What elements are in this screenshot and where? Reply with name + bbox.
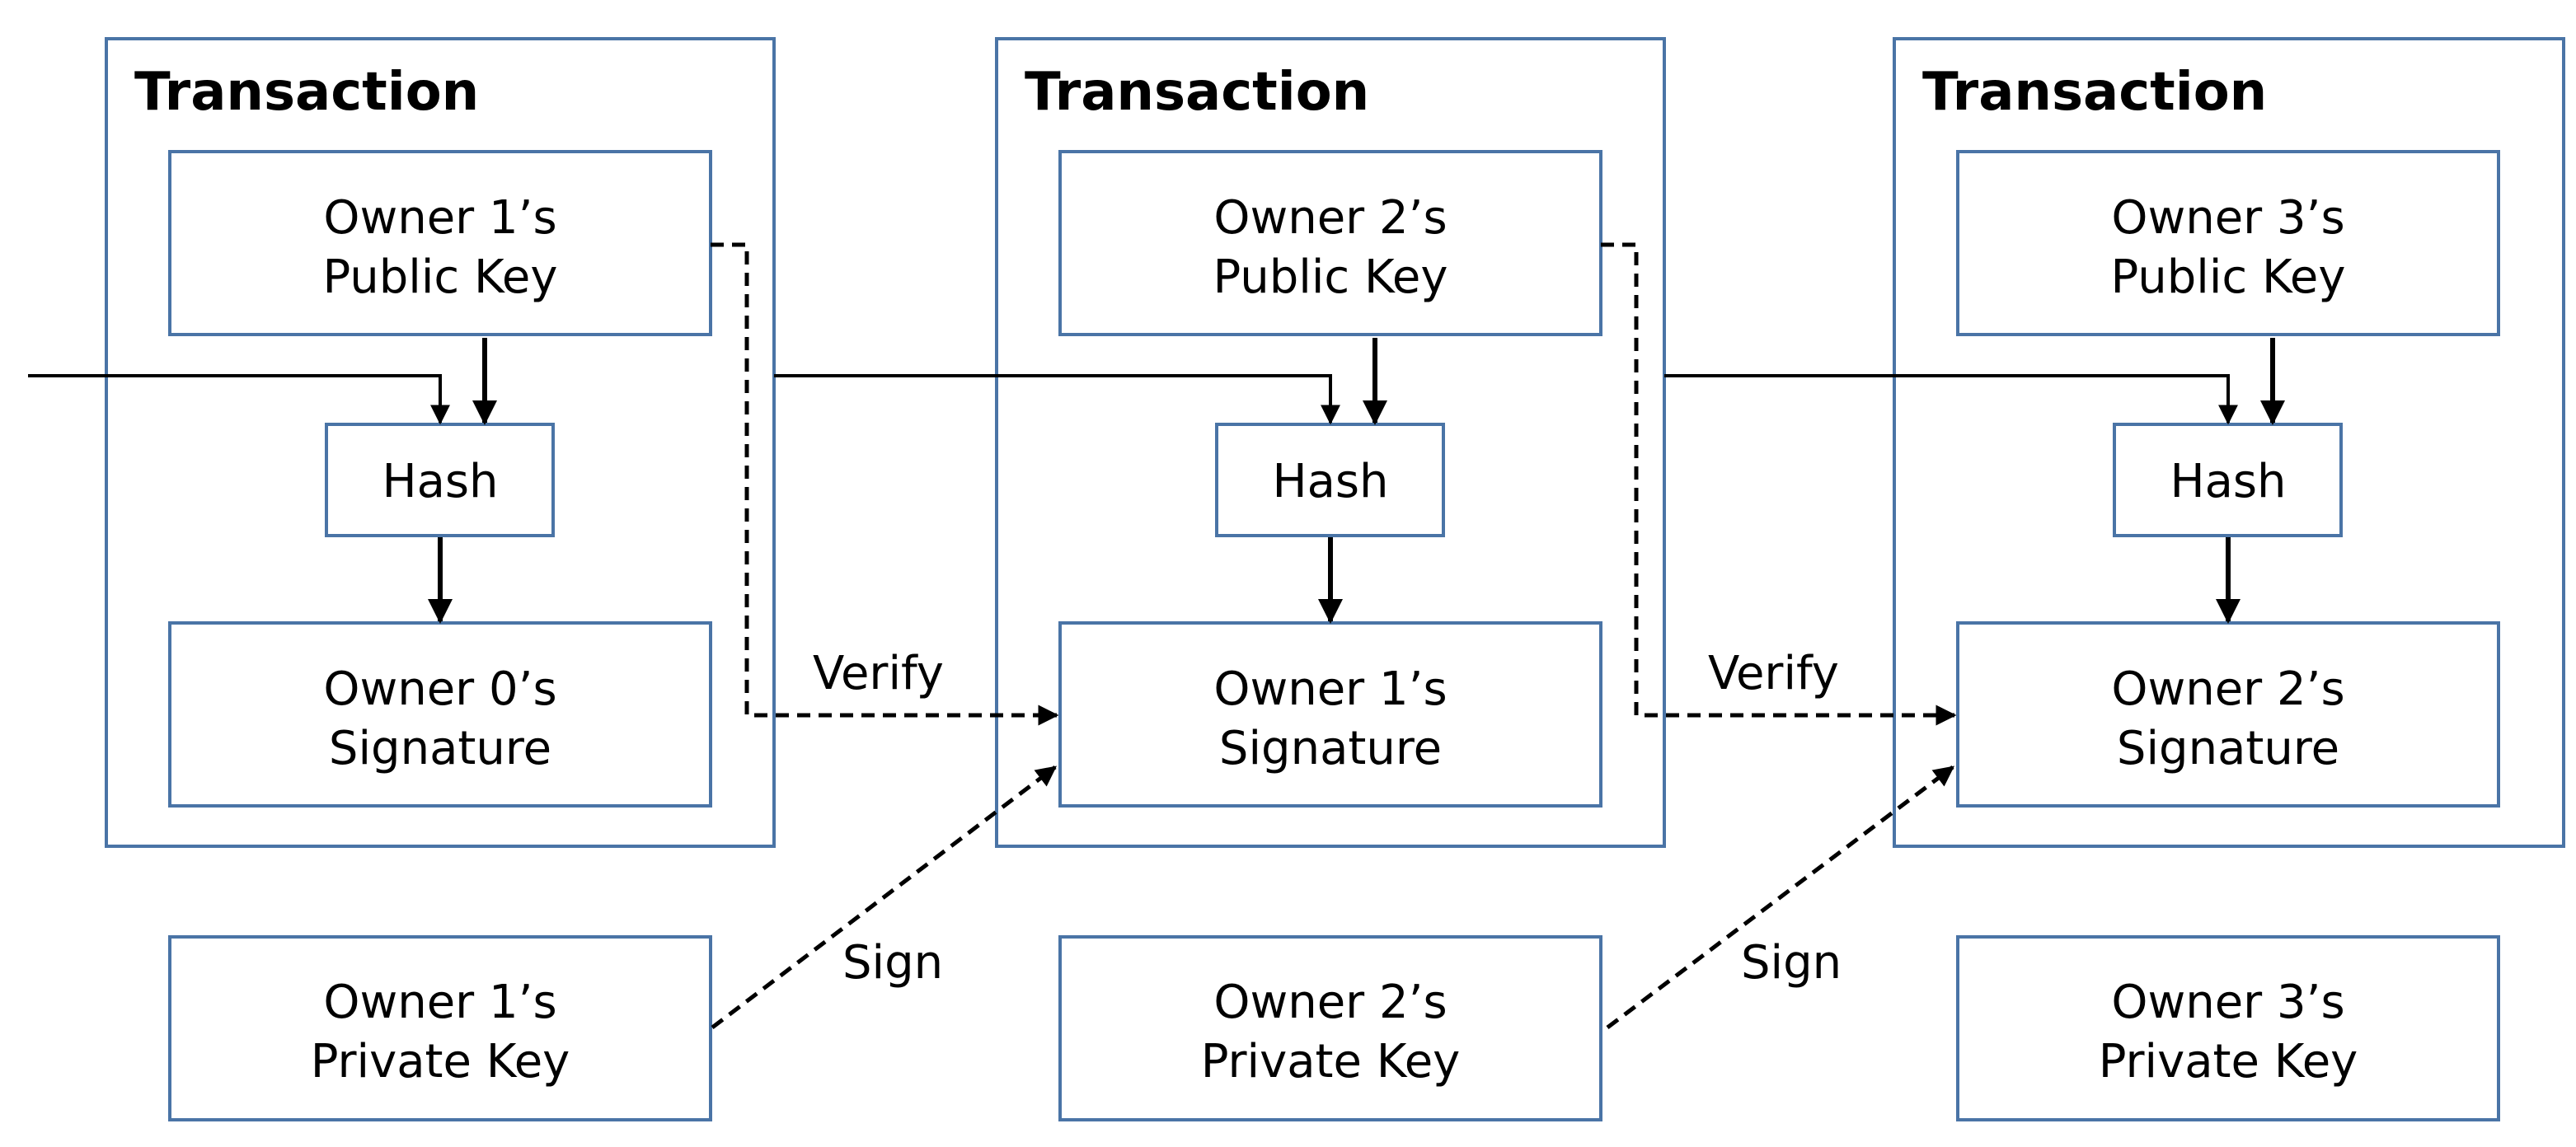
hash-box: Hash xyxy=(2113,423,2343,537)
hash-label: Hash xyxy=(382,455,498,508)
private-key-box-border xyxy=(168,935,712,1121)
public-key-box: Owner 1’s Public Key xyxy=(168,150,712,336)
private-key-box-2: Owner 2’s Private Key xyxy=(1058,935,1602,1121)
signature-box-border xyxy=(168,621,712,808)
private-key-box-border xyxy=(1058,935,1602,1121)
signature-type-label: Signature xyxy=(2117,722,2339,775)
sign-label-1: Sign xyxy=(842,936,943,990)
hash-box-border xyxy=(1215,423,1445,537)
public-key-box-border xyxy=(1956,150,2500,336)
hash-box: Hash xyxy=(325,423,555,537)
sign-arrow-1 xyxy=(711,765,1057,1029)
private-key-box-border xyxy=(1956,935,2500,1121)
public-key-type-label: Public Key xyxy=(2110,250,2345,304)
signature-box: Owner 0’s Signature xyxy=(168,621,712,808)
transaction-title: Transaction xyxy=(1922,62,2267,123)
transaction-title: Transaction xyxy=(1025,62,1369,123)
transaction-1-to-transaction-2-hash-arrow xyxy=(774,374,1340,425)
hash-label: Hash xyxy=(1272,455,1388,508)
verify-arrow-2 xyxy=(1601,242,1957,726)
private-key-type-label: Private Key xyxy=(2099,1035,2358,1088)
private-key-box-3: Owner 3’s Private Key xyxy=(1956,935,2500,1121)
public-key-box-border xyxy=(168,150,712,336)
sign-arrow-2 xyxy=(1606,765,1954,1029)
signature-owner-label: Owner 1’s xyxy=(1213,662,1447,716)
hash-box-border xyxy=(2113,423,2343,537)
public-key-owner-label: Owner 3’s xyxy=(2111,191,2344,245)
public-key-owner-label: Owner 1’s xyxy=(323,191,556,245)
public-key-type-label: Public Key xyxy=(322,250,557,304)
verify-label-1: Verify xyxy=(813,647,944,700)
public-key-owner-label: Owner 2’s xyxy=(1213,191,1447,245)
transaction-2-to-transaction-3-hash-arrow xyxy=(1664,374,2238,425)
signature-type-label: Signature xyxy=(329,722,551,775)
sign-label-2: Sign xyxy=(1741,936,1842,990)
signature-box: Owner 1’s Signature xyxy=(1058,621,1602,808)
public-key-box: Owner 2’s Public Key xyxy=(1058,150,1602,336)
signature-box: Owner 2’s Signature xyxy=(1956,621,2500,808)
signature-box-border xyxy=(1956,621,2500,808)
verify-label-2: Verify xyxy=(1708,647,1839,700)
hash-box: Hash xyxy=(1215,423,1445,537)
transaction-2: Transaction Owner 2’s Public Key Hash Ow… xyxy=(995,37,1666,848)
private-key-type-label: Private Key xyxy=(1201,1035,1461,1088)
signature-owner-label: Owner 0’s xyxy=(323,662,556,716)
transaction-3: Transaction Owner 3’s Public Key Hash Ow… xyxy=(1893,37,2565,848)
public-key-type-label: Public Key xyxy=(1213,250,1448,304)
private-key-type-label: Private Key xyxy=(311,1035,570,1088)
private-key-box-1: Owner 1’s Private Key xyxy=(168,935,712,1121)
private-key-owner-label: Owner 2’s xyxy=(1213,976,1447,1029)
signature-type-label: Signature xyxy=(1219,722,1442,775)
transaction-1: Transaction Owner 1’s Public Key Hash Ow… xyxy=(105,37,776,848)
previous-transaction-to-hash-arrow xyxy=(28,374,450,425)
private-key-owner-label: Owner 3’s xyxy=(2111,976,2344,1029)
public-key-box: Owner 3’s Public Key xyxy=(1956,150,2500,336)
private-key-owner-label: Owner 1’s xyxy=(323,976,556,1029)
hash-label: Hash xyxy=(2170,455,2286,508)
signature-owner-label: Owner 2’s xyxy=(2111,662,2344,716)
public-key-box-border xyxy=(1058,150,1602,336)
signature-box-border xyxy=(1058,621,1602,808)
transaction-title: Transaction xyxy=(134,62,479,123)
